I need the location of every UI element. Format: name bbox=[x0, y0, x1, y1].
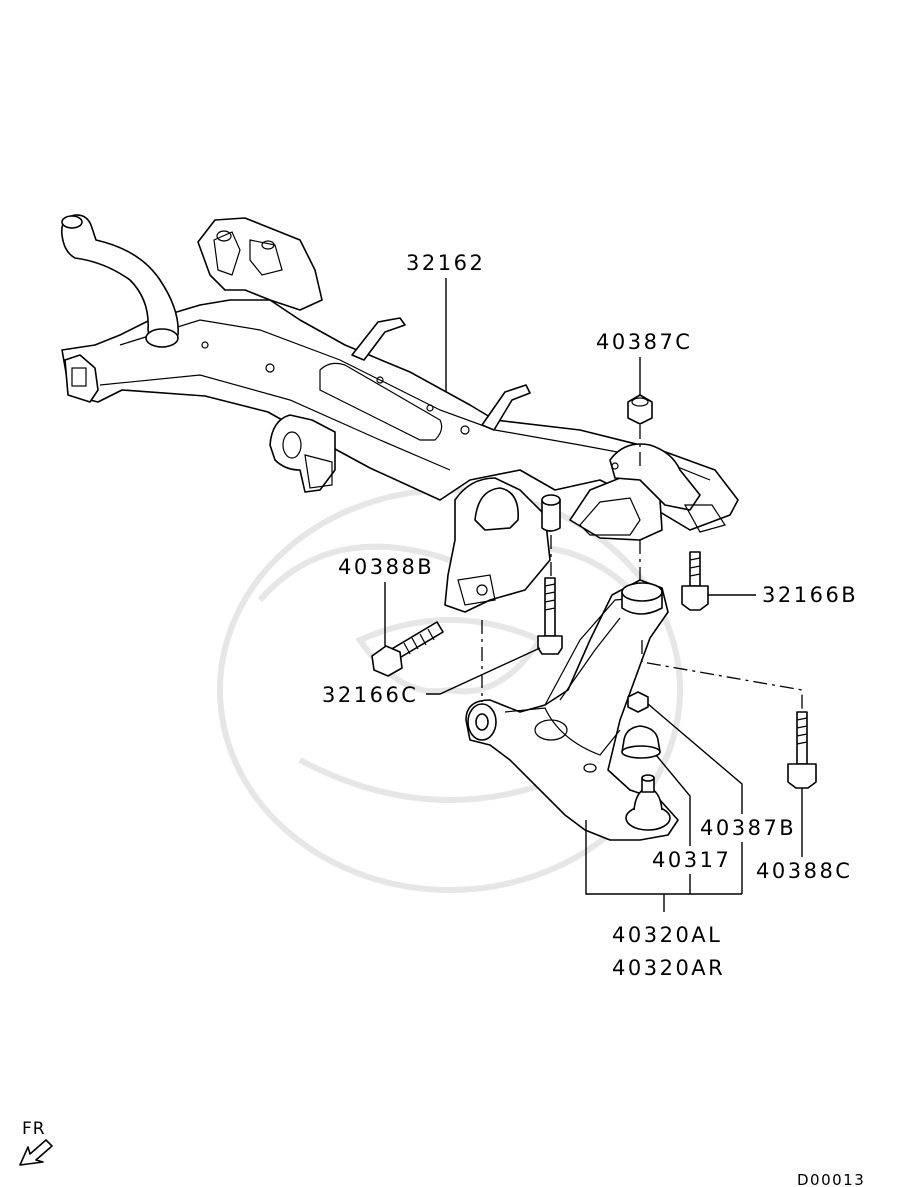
callout-40317: 40317 bbox=[652, 754, 731, 894]
label-40387b: 40387B bbox=[700, 816, 796, 840]
front-arrow-icon bbox=[19, 1139, 53, 1166]
nut-40387b[interactable] bbox=[627, 691, 649, 713]
label-32162: 32162 bbox=[406, 251, 485, 275]
drawing-code: D00013 bbox=[797, 1171, 865, 1187]
callout-40388c: 40388C bbox=[756, 788, 852, 883]
front-direction-indicator: FR bbox=[19, 1119, 53, 1166]
bolt-32166c[interactable] bbox=[537, 577, 563, 655]
callout-32162: 32162 bbox=[406, 251, 485, 392]
callout-40387c: 40387C bbox=[596, 330, 692, 395]
callout-32166c: 32166C bbox=[322, 647, 541, 707]
ball-joint[interactable] bbox=[625, 774, 671, 831]
label-40387c: 40387C bbox=[596, 330, 692, 354]
label-40320ar: 40320AR bbox=[612, 956, 725, 980]
label-40388b: 40388B bbox=[338, 555, 434, 579]
label-32166c: 32166C bbox=[322, 683, 418, 707]
bolt-40388b[interactable] bbox=[371, 621, 444, 677]
label-40317: 40317 bbox=[652, 848, 731, 872]
assembly-lines bbox=[481, 425, 803, 712]
fr-label: FR bbox=[22, 1119, 46, 1139]
nut-40387c[interactable] bbox=[627, 394, 653, 425]
front-crossmember[interactable] bbox=[60, 214, 739, 613]
callout-32166b: 32166B bbox=[708, 583, 858, 607]
bolt-40388c[interactable] bbox=[787, 711, 817, 789]
label-40320al: 40320AL bbox=[612, 923, 722, 947]
label-40388c: 40388C bbox=[756, 859, 852, 883]
ball-joint-boot[interactable] bbox=[621, 725, 661, 759]
callout-40320: 40320AL 40320AR bbox=[585, 820, 742, 980]
bolt-32166b[interactable] bbox=[681, 551, 709, 611]
callout-40387b: 40387B bbox=[647, 703, 796, 894]
lower-control-arm[interactable] bbox=[465, 579, 679, 841]
callout-40388b: 40388B bbox=[338, 555, 434, 646]
label-32166b: 32166B bbox=[762, 583, 858, 607]
